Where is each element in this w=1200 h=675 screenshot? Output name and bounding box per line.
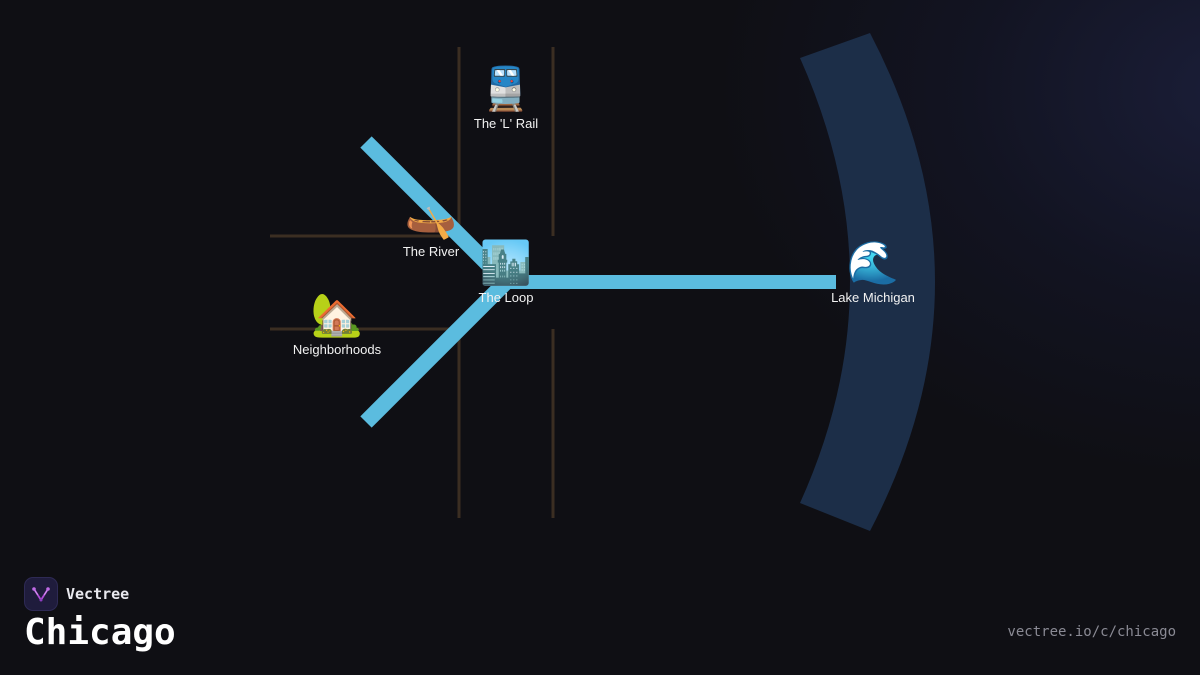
river-north-branch [360,136,512,288]
node-neighborhoods[interactable]: 🏡 Neighborhoods [267,290,407,357]
brand[interactable]: Vectree [24,577,129,611]
train-icon: 🚆 [479,64,533,113]
canoe-icon: 🛶 [404,192,458,241]
node-label: Lake Michigan [831,290,915,305]
node-label: The River [402,244,460,259]
node-label: Neighborhoods [292,342,382,357]
street-grid [270,47,555,518]
chicago-river [360,136,836,428]
vectree-logo-mark [32,587,50,602]
node-rail[interactable]: 🚆 The 'L' Rail [436,64,576,131]
page-title: Chicago [24,612,176,653]
node-river[interactable]: 🛶 The River [361,192,501,259]
node-lake-michigan[interactable]: 🌊 Lake Michigan [803,238,943,305]
node-label: The Loop [478,290,534,305]
cityscape-icon: 🏙️ [479,238,533,287]
node-loop[interactable]: 🏙️ The Loop [436,238,576,305]
wave-icon: 🌊 [846,238,900,287]
lake-michigan-shape [800,33,935,531]
node-label: The 'L' Rail [473,116,539,131]
river-south-branch [360,276,512,428]
house-icon: 🏡 [310,290,364,339]
page-url[interactable]: vectree.io/c/chicago [1007,624,1176,640]
vectree-logo-icon [24,577,58,611]
brand-name: Vectree [66,585,130,603]
